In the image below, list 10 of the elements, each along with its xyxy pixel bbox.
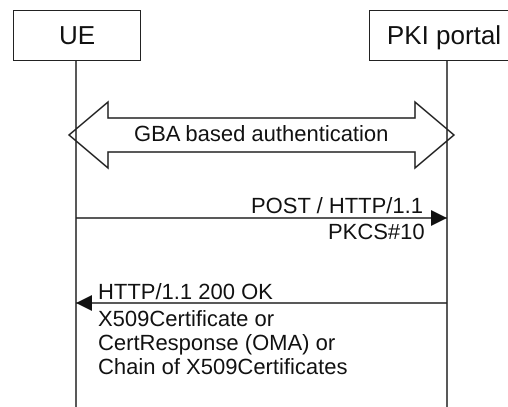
message-arrow <box>76 295 447 311</box>
edge-label: POST / HTTP/1.1 <box>251 194 423 218</box>
edge-label: GBA based authentication <box>134 122 388 146</box>
message-arrow <box>76 210 447 226</box>
double-arrow <box>68 100 456 170</box>
message-note: PKCS#10 <box>328 220 425 244</box>
participant-box: PKI portal <box>369 10 508 61</box>
message-note: X509Certificate or CertResponse (OMA) or Chain of X509Certificates <box>98 307 348 379</box>
participant-box: UE <box>13 10 141 61</box>
edge-label: HTTP/1.1 200 OK <box>98 280 273 304</box>
